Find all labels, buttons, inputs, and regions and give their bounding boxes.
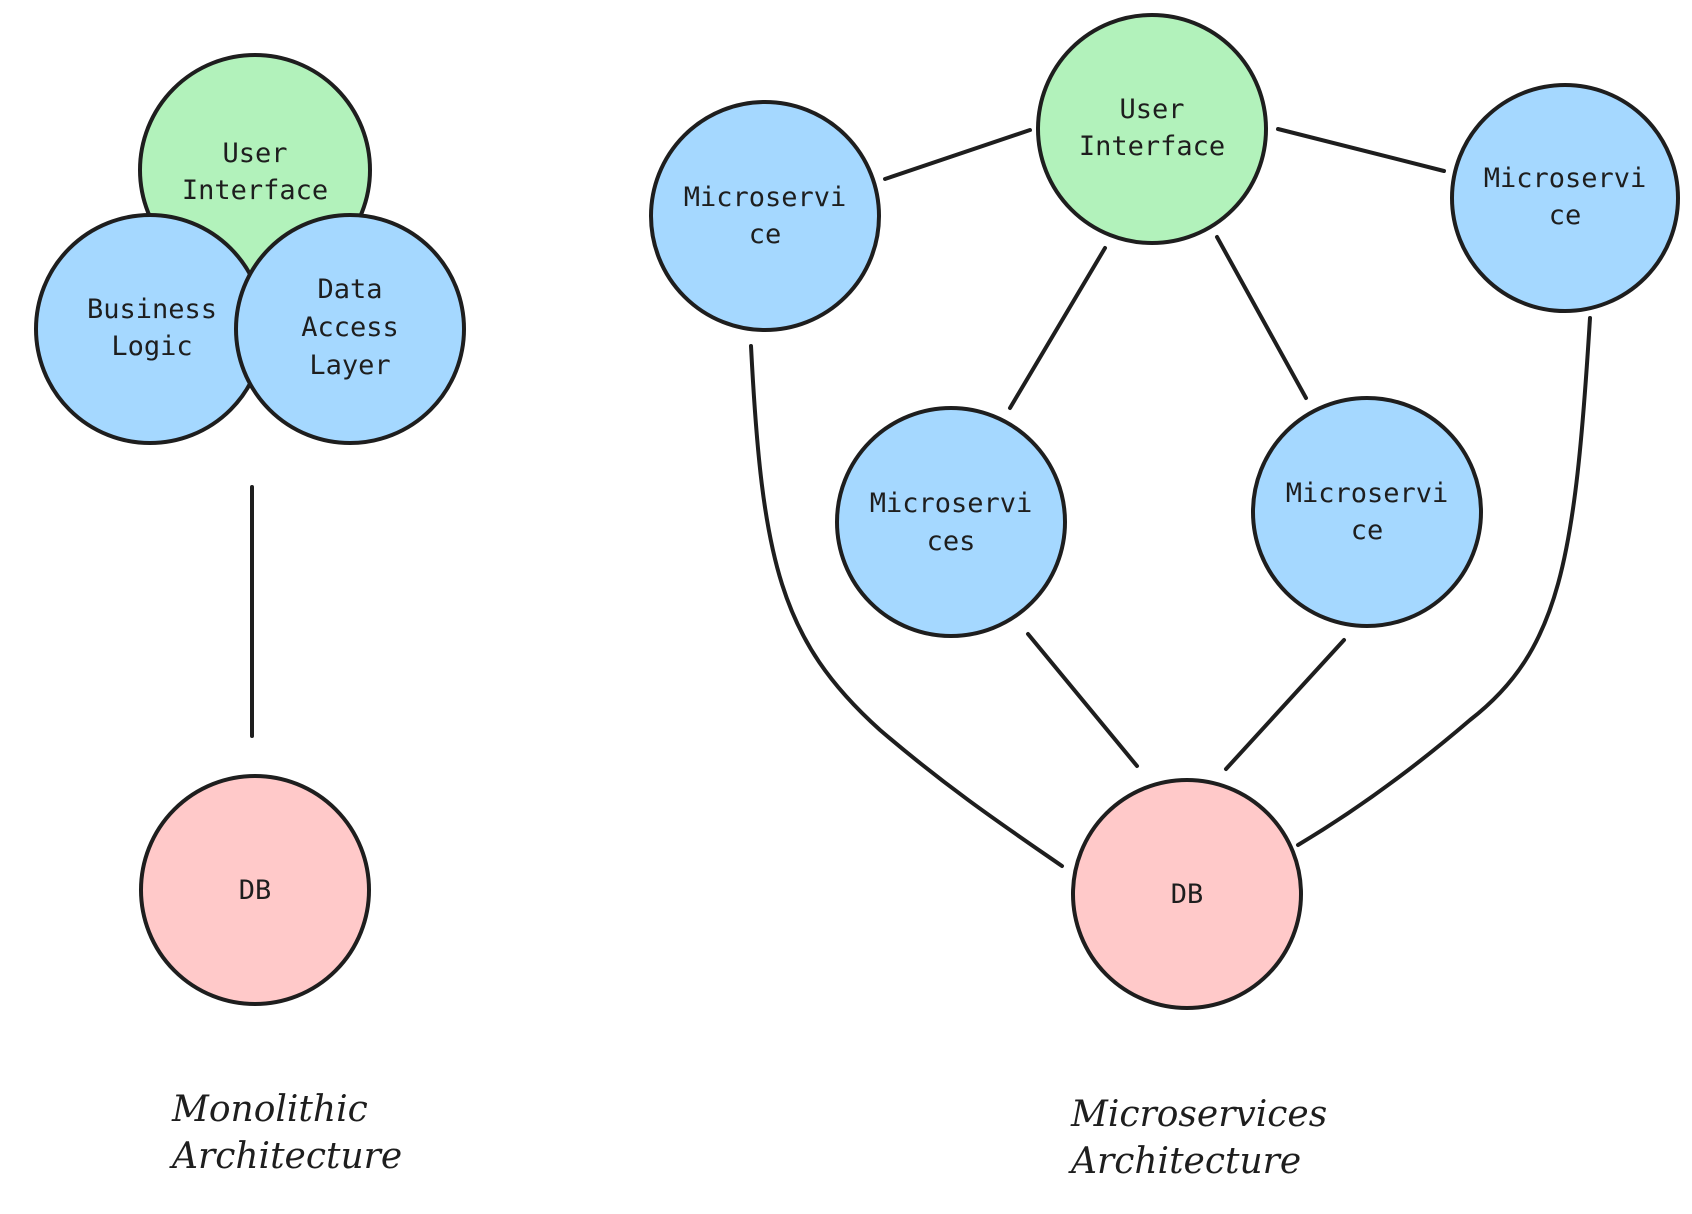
node-user-interface-microservices: User Interface (1036, 13, 1268, 245)
caption-monolithic: Monolithic Architecture (169, 1089, 402, 1177)
service-fill (835, 406, 1067, 638)
node-label: ce (1351, 515, 1384, 546)
edge-service-top-right-to-db (1296, 316, 1592, 847)
node-label: Microservi (1286, 478, 1449, 509)
edge-ui-to-service-mid-left (1008, 246, 1107, 410)
edge-service-mid-right-to-db (1224, 638, 1346, 771)
node-label: User (222, 138, 287, 169)
edge-ui-to-service-mid-right (1215, 235, 1308, 400)
caption-line: Microservices (1070, 1094, 1327, 1135)
node-label: Interface (182, 175, 328, 206)
service-fill (1251, 396, 1483, 628)
edge-ui-to-service-top-right (1276, 127, 1446, 173)
caption-microservices: Microservices Architecture (1068, 1094, 1327, 1182)
edge-service-mid-left-to-db (1026, 632, 1139, 768)
node-label: User (1119, 94, 1184, 125)
node-label: Data (317, 274, 382, 305)
caption-line: Monolithic (171, 1089, 368, 1130)
node-db-microservices: DB (1071, 778, 1303, 1010)
node-label: DB (1171, 879, 1204, 910)
edge-service-top-left-to-db (749, 344, 1064, 868)
service-fill (34, 213, 266, 445)
node-db-monolith: DB (139, 774, 371, 1006)
node-label: Layer (309, 350, 390, 381)
caption-line: Architecture (169, 1136, 402, 1177)
node-label: Business (87, 294, 217, 325)
node-label: DB (239, 875, 272, 906)
db-fill (139, 774, 371, 1006)
node-label: Logic (111, 331, 192, 362)
db-fill (1071, 778, 1303, 1010)
node-label: ces (927, 526, 976, 557)
caption-line: Architecture (1068, 1141, 1301, 1182)
service-fill (649, 100, 881, 332)
node-business-logic: Business Logic (34, 213, 266, 445)
node-data-access-layer: Data Access Layer (234, 213, 466, 445)
node-microservice-top-left: Microservi ce (649, 100, 881, 332)
node-label: Microservi (684, 182, 847, 213)
node-label: Access (301, 312, 399, 343)
ui-fill (1036, 13, 1268, 245)
node-label: ce (1549, 200, 1582, 231)
node-microservice-mid-left: Microservi ces (835, 406, 1067, 638)
node-microservice-mid-right: Microservi ce (1251, 396, 1483, 628)
node-label: Microservi (1484, 163, 1647, 194)
edge-ui-to-service-top-left (883, 128, 1032, 181)
node-microservice-top-right: Microservi ce (1450, 83, 1680, 313)
service-fill (234, 213, 466, 445)
node-label: Interface (1079, 131, 1225, 162)
node-label: Microservi (870, 488, 1033, 519)
node-label: ce (749, 219, 782, 250)
service-fill (1450, 83, 1680, 313)
